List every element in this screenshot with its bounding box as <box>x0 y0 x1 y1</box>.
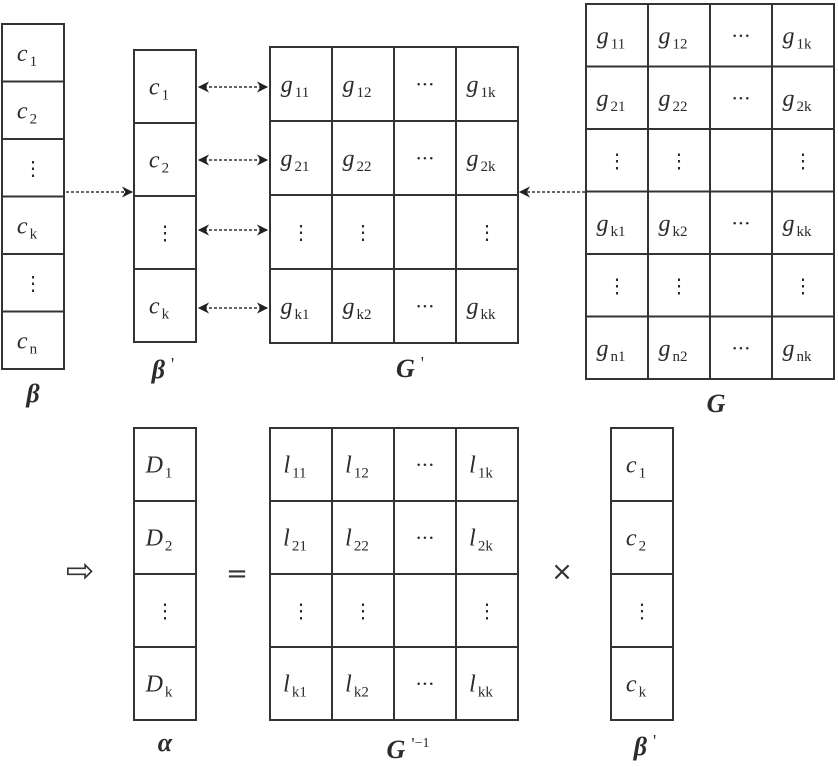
g-prime-inverse-matrix-ellipsis: ··· <box>415 526 434 550</box>
beta-vector-ellipsis: ⋮ <box>23 271 43 295</box>
g-matrix-ellipsis: ⋮ <box>669 273 689 297</box>
g-prime-matrix-ellipsis: ··· <box>415 72 434 96</box>
g-matrix-ellipsis: ··· <box>731 23 750 47</box>
g-prime-matrix-ellipsis: ⋮ <box>477 220 497 244</box>
beta-prime-vector-ellipsis: ⋮ <box>155 221 175 245</box>
g-matrix-ellipsis: ⋮ <box>793 273 813 297</box>
g-prime-matrix-ellipsis: ⋮ <box>291 220 311 244</box>
g-label: G <box>707 389 726 418</box>
beta-prime-vector-bottom-ellipsis: ⋮ <box>632 599 652 623</box>
g-prime-inverse-matrix-ellipsis: ⋮ <box>291 599 311 623</box>
beta-label: β <box>25 379 40 408</box>
g-matrix-ellipsis: ··· <box>731 211 750 235</box>
g-matrix-ellipsis: ··· <box>731 336 750 360</box>
alpha-vector-ellipsis: ⋮ <box>155 599 175 623</box>
alpha-label: α <box>158 728 173 757</box>
g-matrix-ellipsis: ⋮ <box>607 148 627 172</box>
g-prime-matrix-ellipsis: ⋮ <box>353 220 373 244</box>
g-prime-inverse-matrix-ellipsis: ··· <box>415 453 434 477</box>
g-prime-label: G' <box>396 353 424 383</box>
equals-sign: = <box>226 559 248 589</box>
g-prime-matrix-ellipsis: ··· <box>415 294 434 318</box>
g-prime-inverse-matrix-ellipsis: ⋮ <box>353 599 373 623</box>
implies-arrow-icon: ⇨ <box>66 551 95 591</box>
g-matrix-ellipsis: ⋮ <box>607 273 627 297</box>
g-matrix-ellipsis: ⋮ <box>669 148 689 172</box>
times-sign: × <box>551 557 573 587</box>
beta-vector-ellipsis: ⋮ <box>23 156 43 180</box>
beta-prime-label-bottom: β' <box>633 731 657 761</box>
g-prime-inverse-matrix-ellipsis: ··· <box>415 672 434 696</box>
g-prime-matrix-ellipsis: ··· <box>415 146 434 170</box>
g-matrix-ellipsis: ··· <box>731 86 750 110</box>
g-prime-inverse-matrix-ellipsis: ⋮ <box>477 599 497 623</box>
g-prime-inverse-label: G'−1 <box>387 734 430 764</box>
g-matrix-ellipsis: ⋮ <box>793 148 813 172</box>
beta-prime-label: β' <box>151 354 175 384</box>
